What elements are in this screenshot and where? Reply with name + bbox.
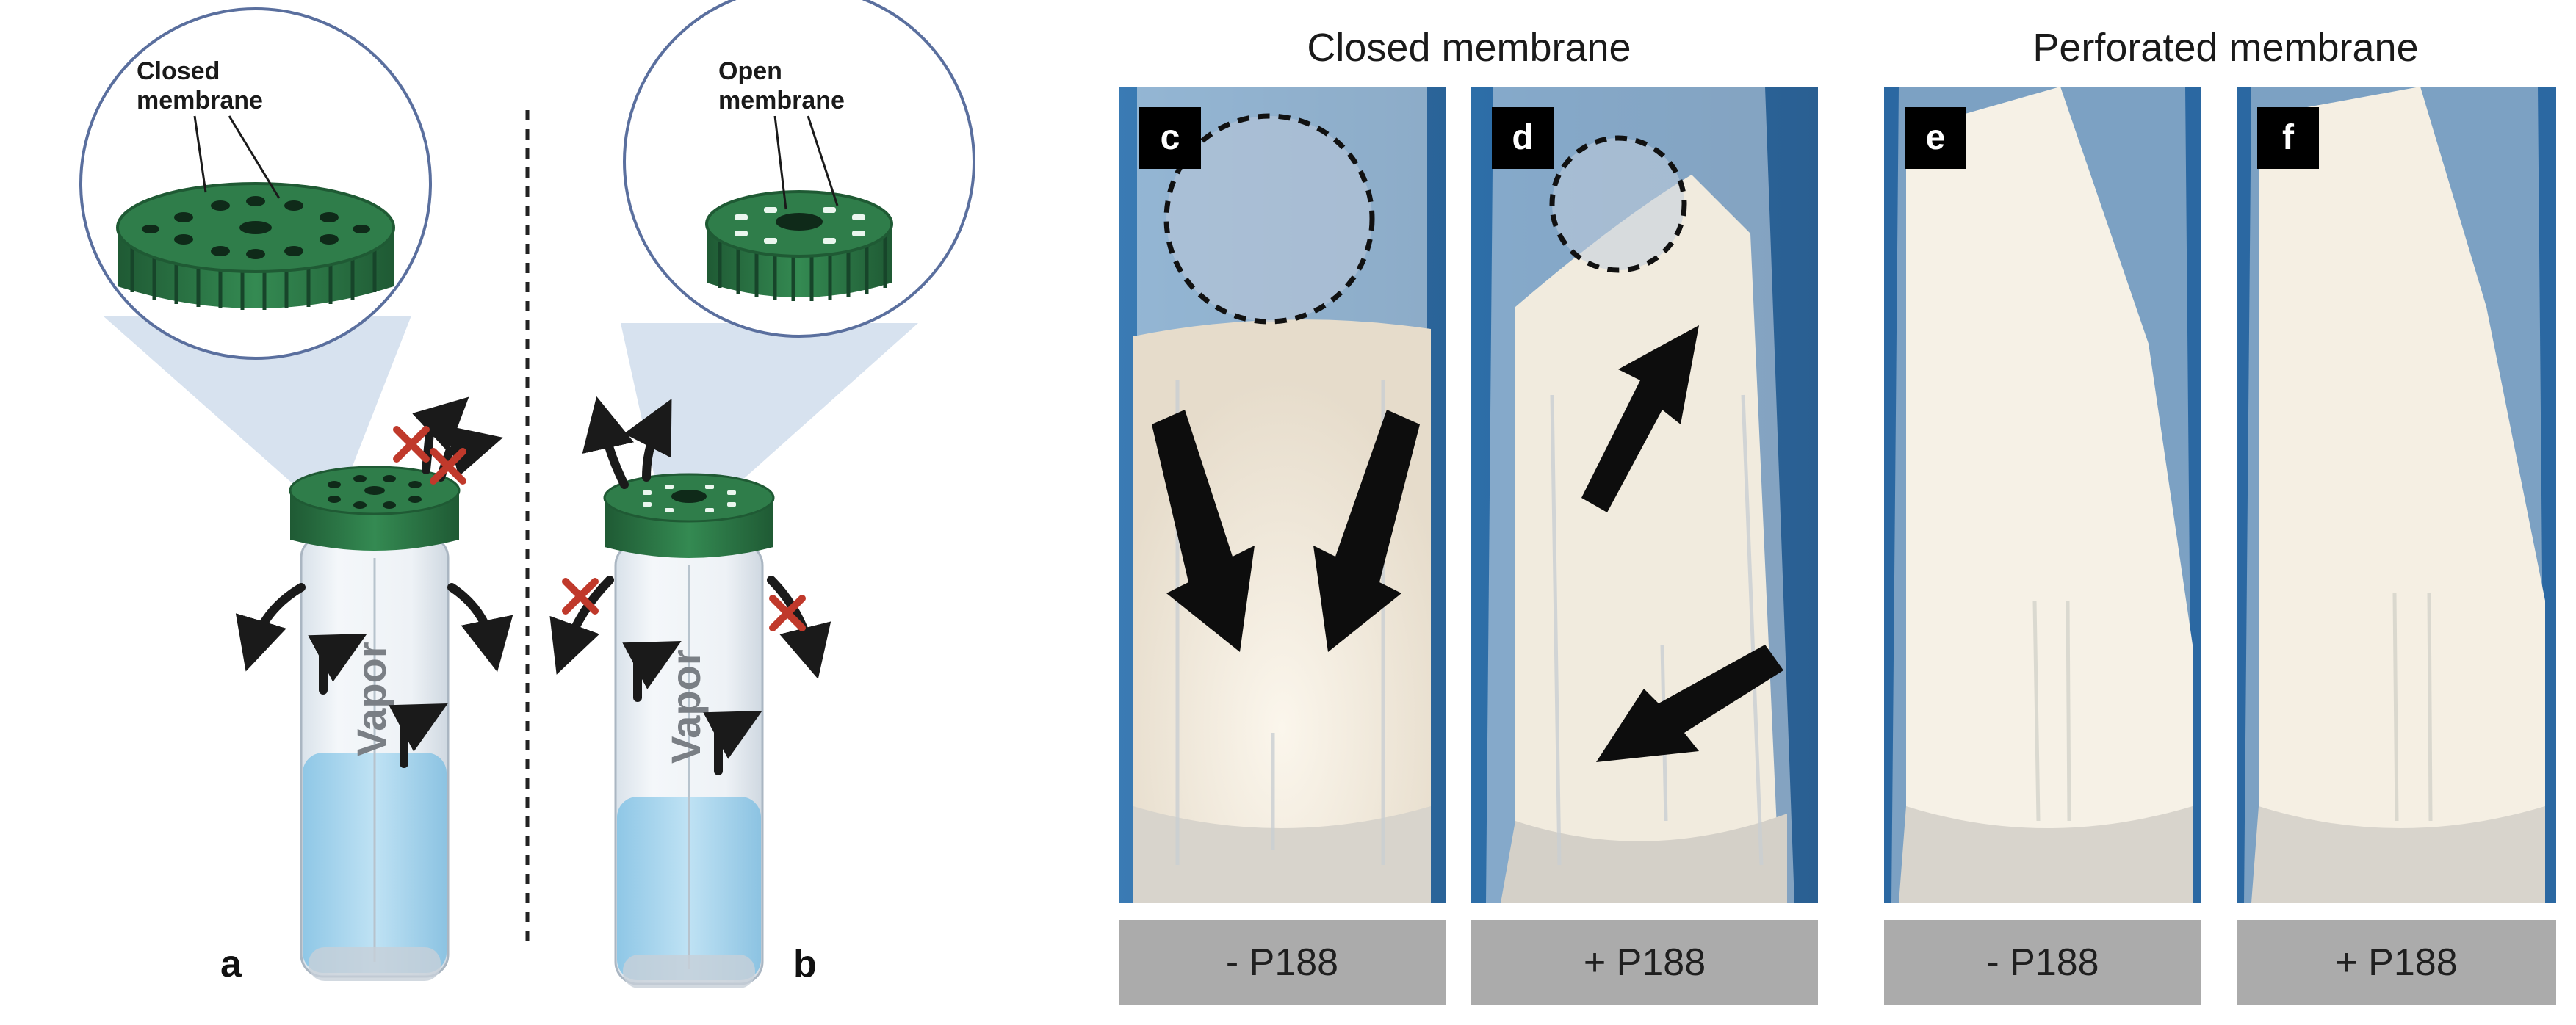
down-arrow-icon — [1596, 645, 1783, 762]
highlight-circle — [1163, 113, 1375, 325]
panel-letter-f: f — [2257, 107, 2319, 169]
photo-c-image — [1119, 87, 1446, 903]
schematic-diagram: Closed membrane Vapor — [79, 0, 975, 988]
vapor-arrow — [389, 703, 448, 768]
photo-panel-d: d — [1471, 87, 1818, 903]
vial-label: Vapor — [663, 649, 709, 764]
escape-arrow — [447, 583, 513, 673]
photo-panel-f: f — [2237, 87, 2556, 903]
group-title-perforated: Perforated membrane — [2032, 26, 2419, 70]
callout-label-line1: Closed — [137, 57, 220, 85]
panel-letter-c: c — [1139, 107, 1201, 169]
schematic-panel-b: Open membrane Vapor — [549, 0, 975, 988]
panel-letter-a: a — [220, 943, 242, 985]
callout-pointer — [773, 115, 787, 210]
blocked-cross-icon — [562, 578, 806, 631]
caption-f: + P188 — [2237, 920, 2556, 1005]
escape-arrow — [235, 583, 306, 672]
escape-arrow — [624, 398, 672, 482]
photo-panel-e: e — [1884, 87, 2201, 903]
photo-e-image — [1884, 87, 2201, 903]
vapor-arrow — [703, 711, 762, 775]
vial-a: Vapor — [289, 466, 461, 981]
callout-label-line2: membrane — [137, 87, 263, 115]
caption-c: - P188 — [1119, 920, 1446, 1005]
caption-d: + P188 — [1471, 920, 1818, 1005]
callout-pointer — [228, 115, 281, 199]
panel-letter-e: e — [1905, 107, 1966, 169]
callout-label-line1: Open — [718, 57, 782, 85]
blocked-cross-icon — [393, 426, 466, 485]
vial-b: Vapor — [603, 473, 775, 988]
panel-letter-d: d — [1492, 107, 1554, 169]
escape-arrow — [582, 396, 634, 489]
callout-cone — [621, 323, 918, 507]
zoomed-cap-open-icon — [705, 190, 893, 301]
photo-f-image — [2237, 87, 2556, 903]
schematic-panel-a: Closed membrane Vapor — [79, 7, 513, 985]
up-arrow-icon — [1581, 325, 1699, 512]
callout-pointer — [807, 115, 839, 206]
zoomed-cap-closed-icon — [116, 182, 395, 310]
group-title-closed: Closed membrane — [1307, 26, 1631, 70]
vapor-arrow — [308, 634, 367, 695]
caption-e: - P188 — [1884, 920, 2201, 1005]
callout-label-line2: membrane — [718, 87, 845, 115]
vapor-arrow — [622, 641, 682, 702]
escape-arrow — [767, 576, 831, 679]
highlight-circle — [1549, 135, 1687, 273]
callout-pointer — [193, 115, 207, 193]
down-arrow-icon — [1152, 410, 1420, 652]
vial-label: Vapor — [348, 642, 394, 756]
photo-d-image — [1471, 87, 1818, 903]
escape-arrow — [549, 576, 614, 675]
photo-panel-c: c — [1119, 87, 1446, 903]
panel-letter-b: b — [793, 943, 817, 985]
callout-cone — [103, 316, 411, 485]
